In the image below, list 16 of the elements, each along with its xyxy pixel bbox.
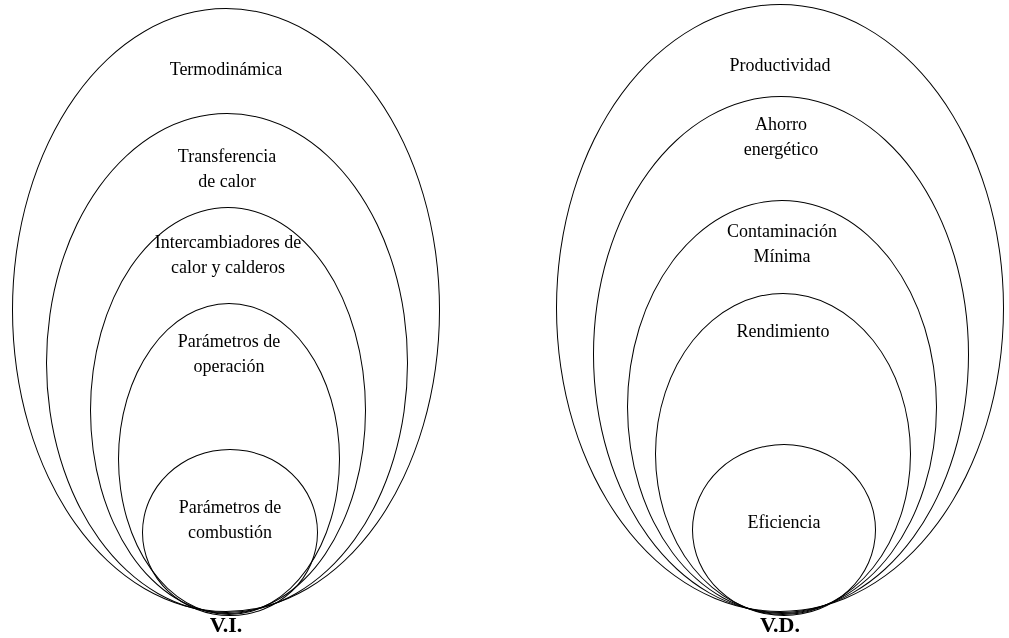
ellipse-label: Contaminación Mínima	[726, 220, 838, 268]
ellipse	[627, 200, 937, 614]
ellipse-label: Termodinámica	[168, 58, 284, 81]
ellipse-label: Transferencia de calor	[176, 145, 278, 193]
caption: V.I.	[208, 612, 244, 638]
ellipse-label: Productividad	[728, 54, 832, 77]
ellipse	[593, 96, 969, 613]
ellipse-label: Intercambiadores de calor y calderos	[153, 231, 303, 279]
ellipse	[142, 449, 318, 616]
ellipse	[90, 207, 366, 614]
caption: V.D.	[759, 612, 801, 638]
ellipse-label: Rendimiento	[735, 320, 831, 343]
ellipse-label: Eficiencia	[746, 511, 822, 534]
ellipse-label: Parámetros de combustión	[177, 496, 283, 544]
ellipse-label: Ahorro energético	[742, 113, 820, 161]
ellipse-label: Parámetros de operación	[176, 330, 282, 378]
